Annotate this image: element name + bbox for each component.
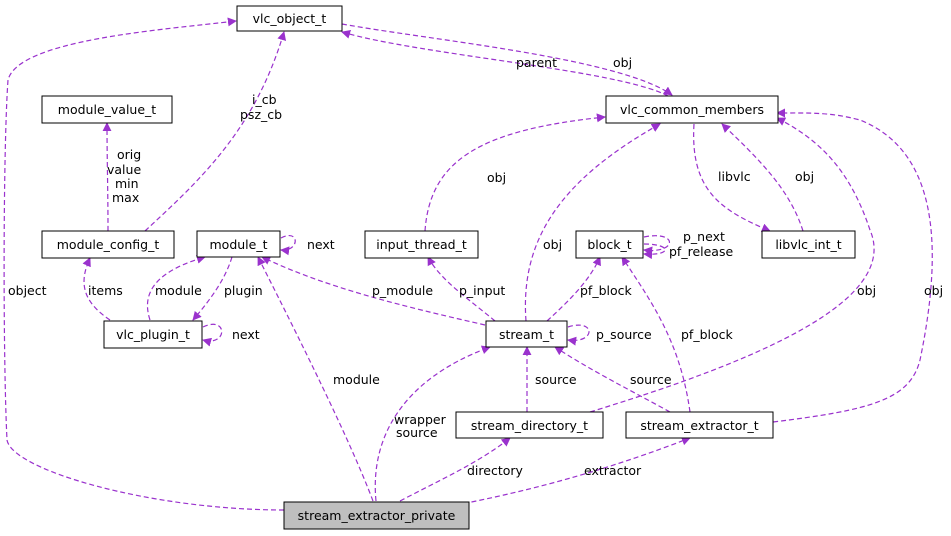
node-libvlc-int-t[interactable]: libvlc_int_t (761, 230, 856, 259)
label-pf-release: pf_release (669, 244, 733, 259)
edge-directory (399, 437, 511, 502)
nodes: vlc_object_t vlc_common_members module_v… (41, 5, 856, 530)
edge-pf-block-stream (546, 256, 601, 322)
label-pf-block-stream: pf_block (580, 283, 633, 298)
edge-libvlc (693, 123, 771, 233)
label-p-input: p_input (459, 283, 505, 298)
edge-extractor (439, 436, 691, 509)
node-label: vlc_common_members (620, 102, 764, 117)
label-next-plugin: next (232, 327, 260, 342)
label-obj-vot: obj (613, 55, 632, 70)
edge-obj-vot (341, 23, 673, 96)
node-module-t[interactable]: module_t (196, 230, 281, 258)
node-vlc-object-t[interactable]: vlc_object_t (236, 5, 343, 32)
edge-module-private (257, 256, 374, 502)
edge-wrapper (374, 345, 491, 502)
edge-labels: parent obj i_cb psz_cb orig value min ma… (8, 55, 943, 478)
node-label: module_value_t (58, 102, 156, 117)
label-pf-block-ext: pf_block (681, 327, 734, 342)
label-min: min (115, 176, 139, 191)
edge-plugin (192, 256, 233, 321)
edge-items (82, 257, 111, 321)
label-object: object (8, 283, 47, 298)
edge-block-self (643, 235, 671, 256)
label-value: value (107, 162, 141, 177)
node-label: stream_directory_t (471, 418, 588, 433)
node-label: module_config_t (57, 237, 160, 252)
edge-object (3, 17, 285, 511)
edge-pf-block-ext (621, 256, 691, 413)
node-label: block_t (587, 237, 631, 252)
label-obj-dir: obj (857, 283, 876, 298)
label-obj-libvlc: obj (795, 169, 814, 184)
label-libvlc: libvlc (718, 169, 751, 184)
label-p-next: p_next (683, 229, 725, 244)
label-plugin: plugin (224, 283, 263, 298)
node-stream-directory-t[interactable]: stream_directory_t (455, 411, 604, 439)
label-source-dir: source (535, 372, 577, 387)
label-p-source: p_source (596, 327, 652, 342)
label-items: items (88, 283, 123, 298)
node-label: input_thread_t (376, 237, 467, 252)
label-parent: parent (516, 55, 557, 70)
edge-orig (102, 122, 112, 232)
edge-source-ext (554, 346, 671, 413)
node-stream-extractor-t[interactable]: stream_extractor_t (625, 411, 774, 439)
label-obj-stream: obj (543, 237, 562, 252)
node-module-config-t[interactable]: module_config_t (41, 230, 175, 259)
label-source-private: source (396, 425, 438, 440)
node-label: module_t (210, 237, 268, 252)
edge-i-cb (144, 31, 287, 232)
edge-obj-input (424, 113, 606, 232)
label-psz-cb: psz_cb (240, 107, 282, 122)
label-orig: orig (117, 147, 141, 162)
node-label: stream_extractor_private (298, 508, 456, 523)
edge-obj-stream (524, 123, 661, 322)
node-vlc-plugin-t[interactable]: vlc_plugin_t (103, 320, 203, 349)
edge-obj-ext (772, 108, 933, 423)
node-stream-extractor-private[interactable]: stream_extractor_private (283, 501, 470, 530)
label-p-module: p_module (372, 283, 433, 298)
label-module-plugin: module (155, 283, 202, 298)
label-source-ext: source (630, 372, 672, 387)
label-module-private: module (333, 372, 380, 387)
edge-p-input (427, 256, 496, 322)
label-obj-input: obj (487, 170, 506, 185)
edge-module-next (280, 235, 296, 256)
edge-p-module (261, 256, 486, 326)
edge-plugin-next (202, 323, 223, 347)
label-i-cb: i_cb (252, 92, 277, 107)
label-extractor: extractor (584, 463, 642, 478)
edge-p-source (567, 324, 590, 346)
node-vlc-common-members[interactable]: vlc_common_members (605, 95, 779, 124)
edge-block-self2 (643, 243, 666, 260)
label-next-module: next (307, 237, 335, 252)
label-directory: directory (467, 463, 524, 478)
node-label: vlc_plugin_t (116, 327, 190, 342)
edges (3, 17, 933, 511)
edge-parent (341, 29, 669, 97)
node-block-t[interactable]: block_t (575, 230, 644, 259)
node-module-value-t[interactable]: module_value_t (41, 95, 173, 124)
node-stream-t[interactable]: stream_t (485, 320, 568, 348)
node-label: stream_t (499, 327, 554, 342)
node-input-thread-t[interactable]: input_thread_t (364, 230, 479, 259)
label-wrapper: wrapper (394, 412, 447, 427)
label-max: max (112, 190, 139, 205)
label-obj-ext: obj (924, 283, 943, 298)
node-label: stream_extractor_t (640, 418, 758, 433)
edge-obj-dir (589, 117, 875, 413)
node-label: vlc_object_t (253, 11, 327, 26)
edge-module-plugin (146, 254, 206, 321)
node-label: libvlc_int_t (775, 237, 841, 252)
